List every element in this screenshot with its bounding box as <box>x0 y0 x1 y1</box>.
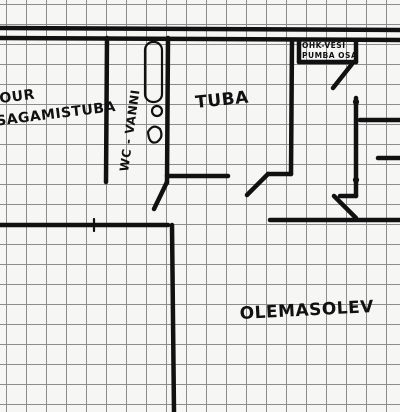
wc-right-wall <box>164 35 171 186</box>
top-outer-wall <box>0 25 400 33</box>
living-room-label-line1: OUR <box>0 87 36 107</box>
wc-door-leaf <box>151 179 170 212</box>
corridor-marker-bottom <box>352 176 360 184</box>
wc-label: WC - VANNI <box>117 89 142 173</box>
bathtub <box>143 40 164 104</box>
utility-label-line1: ÕHK-VESI <box>302 41 346 50</box>
bedroom-right-wall <box>288 37 295 177</box>
bedroom-door-leaf <box>244 171 271 198</box>
corridor-door-leaf <box>331 193 359 221</box>
utility-label: ÕHK-VESI PUMBA OSA <box>302 41 357 60</box>
sink <box>150 104 164 118</box>
utility-door-leaf <box>330 61 355 91</box>
bedroom-label: TUBA <box>194 87 250 113</box>
utility-label-line2: PUMBA OSA <box>302 51 357 60</box>
top-inner-wall <box>0 35 400 43</box>
lower-vertical-wall <box>169 222 177 412</box>
toilet <box>146 125 163 144</box>
wc-left-wall <box>103 35 110 185</box>
living-room-label: OUR SAGAMISTUBA <box>0 77 117 129</box>
corridor-marker-top <box>352 98 360 106</box>
existing-floor-label: OLEMASOLEV <box>239 297 374 324</box>
